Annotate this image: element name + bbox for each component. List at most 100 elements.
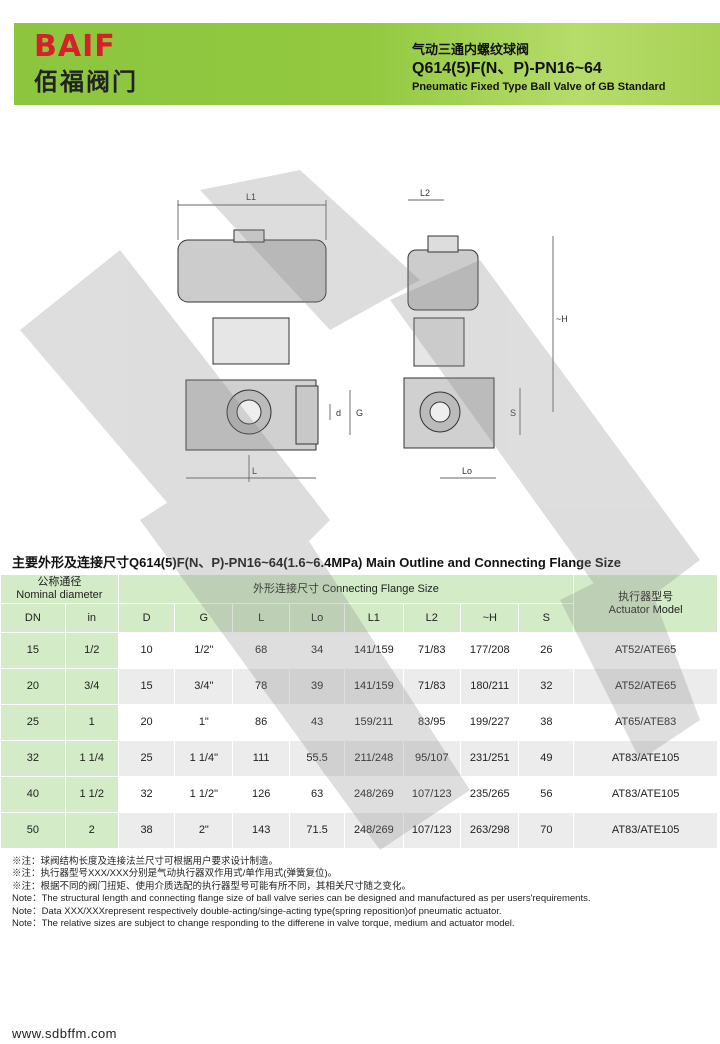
- table-cell: 248/269: [344, 776, 404, 813]
- website-url[interactable]: www.sdbffm.com: [12, 1026, 118, 1041]
- table-cell: 141/159: [344, 668, 404, 705]
- col-header: L2: [402, 603, 462, 633]
- table-cell: 107/123: [402, 776, 462, 813]
- connecting-size-header: 外形连接尺寸 Connecting Flange Size: [117, 574, 575, 604]
- note: ※注：执行器型号XXX/XXX分别是气动执行器双作用式/单作用式(弹簧复位)。: [12, 868, 338, 880]
- table-cell: 39: [289, 668, 346, 705]
- valve-drawing: L1 L d G L2 ~H S Lo: [177, 188, 568, 482]
- table-cell: 71.5: [289, 812, 346, 849]
- note: Note：The relative sizes are subject to c…: [12, 917, 515, 929]
- table-cell: 70: [518, 812, 575, 849]
- note: ※注：球阀结构长度及连接法兰尺寸可根据用户要求设计制造。: [12, 856, 279, 867]
- table-cell: 15: [117, 668, 176, 705]
- table-cell: 199/227: [460, 704, 520, 741]
- table-cell: 126: [232, 776, 291, 813]
- table-cell: 43: [289, 704, 346, 741]
- table-cell: AT65/ATE83: [573, 704, 718, 741]
- table-cell: 1 1/2: [64, 776, 119, 813]
- table-cell: 159/211: [344, 704, 404, 741]
- table-cell: 56: [518, 776, 575, 813]
- table-cell: 26: [518, 632, 575, 669]
- product-title-en: Pneumatic Fixed Type Ball Valve of GB St…: [412, 81, 666, 93]
- table-cell: 1/2: [64, 632, 119, 669]
- dim-label-d: d: [336, 408, 341, 418]
- dim-label-l2: L2: [420, 188, 430, 198]
- table-cell: 211/248: [344, 740, 404, 777]
- table-cell: 3/4: [64, 668, 119, 705]
- table-cell: AT52/ATE65: [573, 668, 718, 705]
- col-header: L: [232, 603, 291, 633]
- col-header: D: [117, 603, 176, 633]
- table-cell: AT83/ATE105: [573, 740, 718, 777]
- table-cell: 141/159: [344, 632, 404, 669]
- table-cell: AT83/ATE105: [573, 776, 718, 813]
- table-cell: 68: [232, 632, 291, 669]
- actuator-header-cn: 执行器型号: [618, 590, 674, 603]
- table-title: 主要外形及连接尺寸Q614(5)F(N、P)-PN16~64(1.6~6.4MP…: [12, 555, 621, 570]
- table-cell: 38: [518, 704, 575, 741]
- table-cell: 25: [0, 704, 66, 741]
- table-cell: 95/107: [402, 740, 462, 777]
- col-header: in: [64, 603, 119, 633]
- notes: ※注：球阀结构长度及连接法兰尺寸可根据用户要求设计制造。 ※注：执行器型号XXX…: [12, 856, 590, 930]
- actuator-header-en: Actuator Model: [608, 603, 683, 616]
- table-cell: 34: [289, 632, 346, 669]
- table-cell: 15: [0, 632, 66, 669]
- dim-label-h: ~H: [556, 314, 568, 324]
- table-cell: 1/2": [174, 632, 234, 669]
- note: ※注：根据不同的阀门扭矩、使用介质选配的执行器型号可能有所不同，其相关尺寸随之变…: [12, 880, 412, 892]
- table-cell: 1: [64, 704, 119, 741]
- table-cell: 78: [232, 668, 291, 705]
- table-cell: 3/4": [174, 668, 234, 705]
- table-cell: 10: [117, 632, 176, 669]
- brand-logo: BAIF: [34, 29, 116, 64]
- product-model: Q614(5)F(N、P)-PN16~64: [412, 60, 602, 77]
- table-cell: AT83/ATE105: [573, 812, 718, 849]
- table-cell: 32: [0, 740, 66, 777]
- table-cell: 1 1/2": [174, 776, 234, 813]
- col-header: DN: [0, 603, 66, 633]
- table-cell: 248/269: [344, 812, 404, 849]
- table-cell: 20: [117, 704, 176, 741]
- table-cell: 86: [232, 704, 291, 741]
- table-cell: 1 1/4: [64, 740, 119, 777]
- table-cell: 25: [117, 740, 176, 777]
- table-cell: 143: [232, 812, 291, 849]
- table-cell: 38: [117, 812, 176, 849]
- table-cell: 50: [0, 812, 66, 849]
- table-cell: 71/83: [402, 632, 462, 669]
- note: Note：Data XXX/XXXrepresent respectively …: [12, 905, 502, 917]
- product-title-cn: 气动三通内螺纹球阀: [412, 42, 530, 57]
- nominal-header-cn: 公称通径: [37, 576, 82, 588]
- nominal-header-en: Nominal diameter: [16, 589, 103, 601]
- table-cell: 1": [174, 704, 234, 741]
- col-header: G: [174, 603, 234, 633]
- table-cell: 235/265: [460, 776, 520, 813]
- table-cell: 2: [64, 812, 119, 849]
- table-cell: 1 1/4": [174, 740, 234, 777]
- table-cell: 83/95: [402, 704, 462, 741]
- table-cell: 32: [518, 668, 575, 705]
- table-cell: 63: [289, 776, 346, 813]
- table-cell: 71/83: [402, 668, 462, 705]
- note: Note：The structural length and connectin…: [12, 893, 591, 905]
- col-header: L1: [344, 603, 404, 633]
- dim-label-g: G: [356, 408, 363, 418]
- dim-label-l1: L1: [246, 192, 256, 202]
- col-header: Lo: [289, 603, 346, 633]
- table-cell: 107/123: [402, 812, 462, 849]
- dim-label-s: S: [510, 408, 516, 418]
- table-cell: 32: [117, 776, 176, 813]
- table-cell: AT52/ATE65: [573, 632, 718, 669]
- table-cell: 263/298: [460, 812, 520, 849]
- col-header: S: [518, 603, 575, 633]
- dim-label-lo: Lo: [462, 466, 472, 476]
